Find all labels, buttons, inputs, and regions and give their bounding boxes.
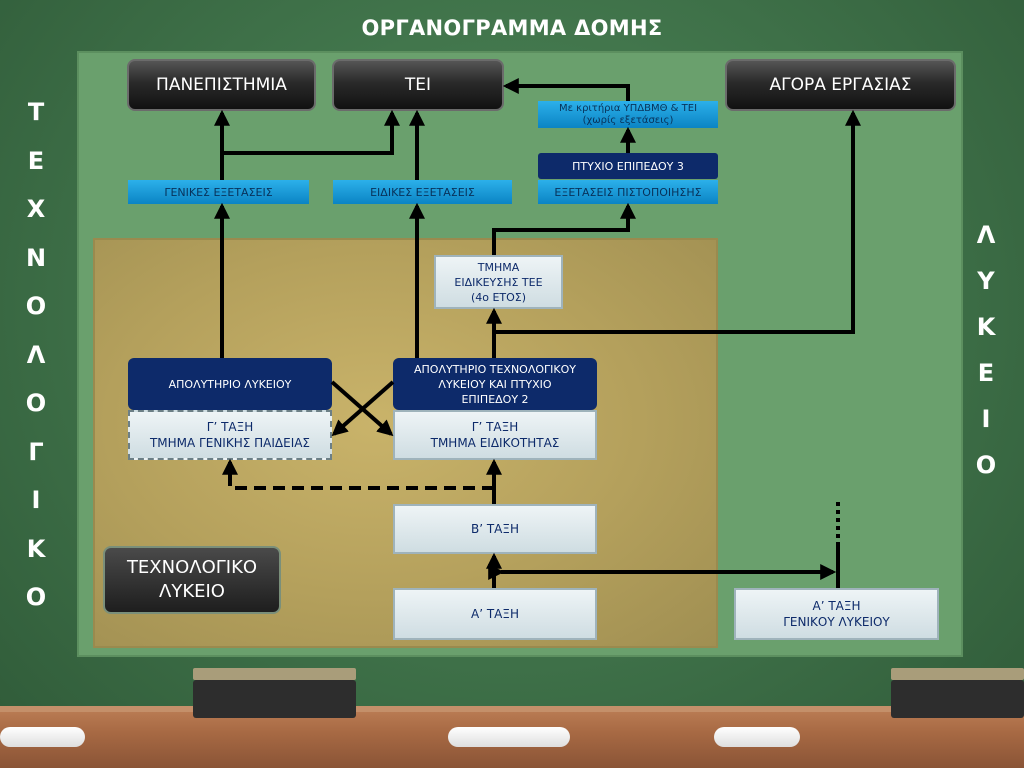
right-letter: Ε — [977, 359, 995, 387]
a-grade-general-line1: Α’ ΤΑΞΗ — [812, 599, 861, 613]
a-grade-general-lyceum-box: Α’ ΤΑΞΗ ΓΕΝΙΚΟΥ ΛΥΚΕΙΟΥ — [734, 588, 939, 640]
chalk-middle — [448, 727, 570, 747]
arrow-cross-left — [331, 380, 395, 437]
arrow-general-to-tei — [222, 109, 400, 155]
general-exams-box: ΓΕΝΙΚΕΣ ΕΞΕΤΑΣΕΙΣ — [128, 180, 309, 204]
left-letter: Γ — [28, 437, 44, 466]
criteria-line1: Με κριτήρια ΥΠΔΒΜΘ & ΤΕΙ — [558, 102, 698, 114]
b-grade-label: Β’ ΤΑΞΗ — [470, 522, 519, 536]
right-letter: Κ — [976, 313, 996, 341]
a-grade-label: Α’ ΤΑΞΗ — [471, 607, 519, 621]
right-vertical-label: Λ Υ Κ Ε Ι Ο — [966, 212, 1006, 488]
right-letter: Υ — [977, 267, 995, 295]
tei-label: ΤΕΙ — [404, 75, 432, 95]
right-letter: Ο — [975, 451, 997, 479]
c-grade-special-line2: ΤΜΗΜΑ ΕΙΔΙΚΟΤΗΤΑΣ — [430, 436, 560, 450]
left-letter: Λ — [26, 340, 46, 369]
technical-diploma-box: ΑΠΟΛΥΤΗΡΙΟ ΤΕΧΝΟΛΟΓΙΚΟΥ ΛΥΚΕΙΟΥ ΚΑΙ ΠΤΥΧ… — [393, 358, 597, 410]
arrow-specialization-to-certification — [492, 202, 636, 255]
c-grade-general-line1: Γ’ ΤΑΞΗ — [206, 420, 254, 434]
left-letter: Ο — [25, 583, 47, 611]
chalk-left — [0, 727, 85, 747]
specialization-line2: ΕΙΔΙΚΕΥΣΗΣ ΤΕΕ — [454, 275, 543, 289]
labor-market-box: ΑΓΟΡΑ ΕΡΓΑΣΙΑΣ — [725, 59, 956, 111]
a-grade-general-line2: ΓΕΝΙΚΟΥ ΛΥΚΕΙΟΥ — [783, 615, 890, 629]
board-rim — [0, 706, 1024, 714]
specialization-line1: ΤΜΗΜΑ — [477, 260, 520, 274]
left-letter: Κ — [26, 534, 46, 563]
general-exams-label: ΓΕΝΙΚΕΣ ΕΞΕΤΑΣΕΙΣ — [164, 185, 273, 199]
left-letter: Ι — [31, 486, 41, 514]
eraser-left — [193, 668, 356, 718]
arrow-criteria-to-tei — [502, 78, 630, 101]
technical-lyceum-label: ΤΕΧΝΟΛΟΓΙΚΟ ΛΥΚΕΙΟ — [103, 546, 281, 614]
arrow-dashed-to-general — [222, 458, 494, 490]
tech-label-line1: ΤΕΧΝΟΛΟΓΙΚΟ — [126, 557, 258, 578]
c-grade-special-box: Γ’ ΤΑΞΗ ΤΜΗΜΑ ΕΙΔΙΚΟΤΗΤΑΣ — [393, 410, 597, 460]
general-diploma-label: ΑΠΟΛΥΤΗΡΙΟ ΛΥΚΕΙΟΥ — [168, 377, 292, 391]
technical-diploma-line2: ΛΥΚΕΙΟΥ ΚΑΙ ΠΤΥΧΙΟ — [438, 377, 552, 391]
special-exams-box: ΕΙΔΙΚΕΣ ΕΞΕΤΑΣΕΙΣ — [333, 180, 512, 204]
certification-exams-box: ΕΞΕΤΑΣΕΙΣ ΠΙΣΤΟΠΟΙΗΣΗΣ — [538, 180, 718, 204]
c-grade-general-line2: ΤΜΗΜΑ ΓΕΝΙΚΗΣ ΠΑΙΔΕΙΑΣ — [149, 436, 311, 450]
criteria-line2: (χωρίς εξετάσεις) — [582, 114, 674, 126]
technical-diploma-line3: ΕΠΙΠΕΔΟΥ 2 — [461, 392, 529, 406]
chalk-right — [714, 727, 800, 747]
arrow-to-labor-market — [492, 109, 861, 358]
criteria-box: Με κριτήρια ΥΠΔΒΜΘ & ΤΕΙ (χωρίς εξετάσει… — [538, 101, 718, 128]
a-grade-box: Α’ ΤΑΞΗ — [393, 588, 597, 640]
left-letter: Ο — [25, 292, 47, 320]
left-letter: Ο — [25, 389, 47, 417]
left-letter: Χ — [26, 195, 46, 223]
level3-degree-label: ΠΤΥΧΙΟ ΕΠΙΠΕΔΟΥ 3 — [572, 159, 684, 173]
technical-diploma-line1: ΑΠΟΛΥΤΗΡΙΟ ΤΕΧΝΟΛΟΓΙΚΟΥ — [414, 362, 576, 376]
left-vertical-label: Τ Ε Χ Ν Ο Λ Ο Γ Ι Κ Ο — [16, 88, 56, 622]
page-title: ΟΡΓΑΝΟΓΡΑΜΜΑ ΔΟΜΗΣ — [361, 16, 663, 40]
general-diploma-box: ΑΠΟΛΥΤΗΡΙΟ ΛΥΚΕΙΟΥ — [128, 358, 332, 410]
c-grade-special-line1: Γ’ ΤΑΞΗ — [471, 420, 519, 434]
universities-label: ΠΑΝΕΠΙΣΤΗΜΙΑ — [156, 75, 287, 95]
c-grade-general-box: Γ’ ΤΑΞΗ ΤΜΗΜΑ ΓΕΝΙΚΗΣ ΠΑΙΔΕΙΑΣ — [128, 410, 332, 460]
specialization-line3: (4ο ΕΤΟΣ) — [470, 290, 527, 304]
tech-label-line2: ΛΥΚΕΙΟ — [159, 581, 225, 602]
eraser-right — [891, 668, 1024, 718]
left-letter: Ε — [27, 146, 45, 175]
specialization-box: ΤΜΗΜΑ ΕΙΔΙΚΕΥΣΗΣ ΤΕΕ (4ο ΕΤΟΣ) — [434, 255, 563, 309]
level3-degree-box: ΠΤΥΧΙΟ ΕΠΙΠΕΔΟΥ 3 — [538, 153, 718, 179]
left-letter: Ν — [25, 243, 47, 272]
labor-market-label: ΑΓΟΡΑ ΕΡΓΑΣΙΑΣ — [769, 75, 912, 95]
left-letter: Τ — [27, 98, 45, 126]
certification-exams-label: ΕΞΕΤΑΣΕΙΣ ΠΙΣΤΟΠΟΙΗΣΗΣ — [554, 185, 702, 199]
special-exams-label: ΕΙΔΙΚΕΣ ΕΞΕΤΑΣΕΙΣ — [370, 185, 475, 199]
right-letter: Λ — [976, 221, 996, 249]
right-letter: Ι — [981, 405, 991, 433]
